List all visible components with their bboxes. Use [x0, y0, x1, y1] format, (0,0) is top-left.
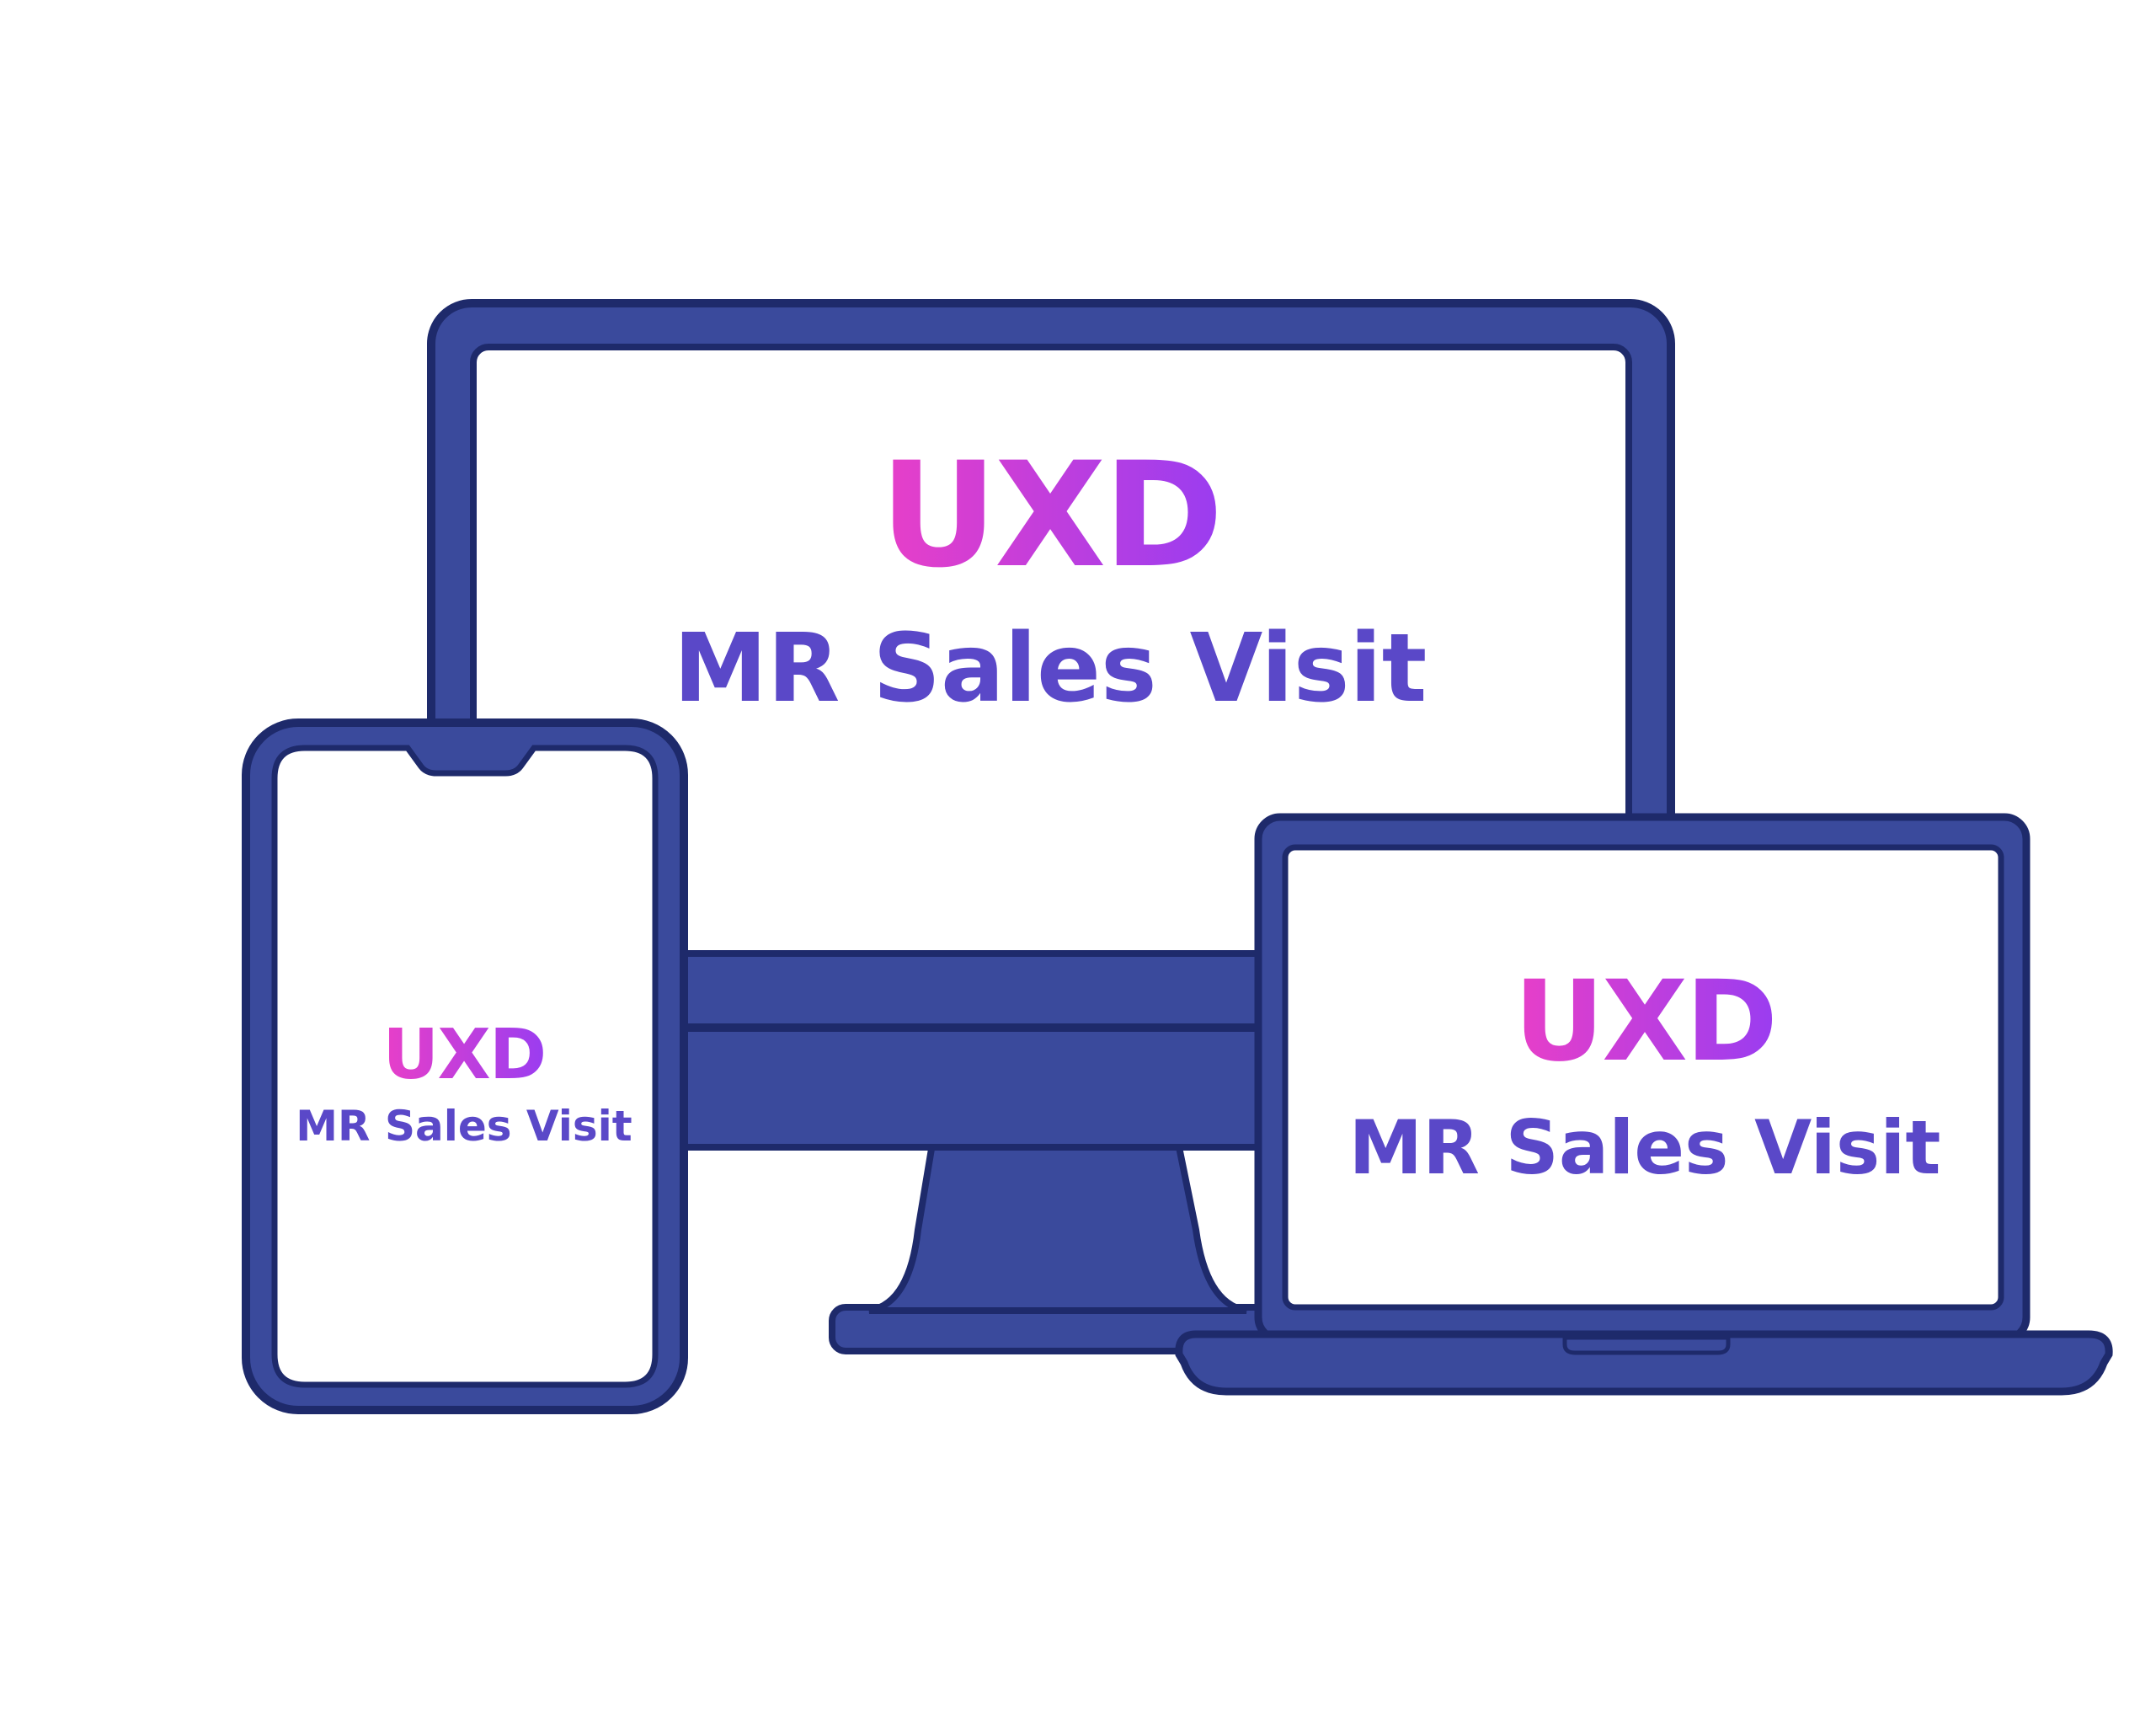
uxd-logo: UXD	[382, 1015, 547, 1095]
app-name-title: MR Sales Visit	[296, 1102, 632, 1151]
app-name-title: MR Sales Visit	[673, 614, 1428, 724]
laptop-hinge-notch	[1562, 1335, 1731, 1355]
monitor-stand-neck	[868, 1135, 1247, 1314]
monitor-screen-content: UXD MR Sales Visit	[478, 352, 1622, 807]
phone-screen	[271, 745, 659, 1388]
laptop	[1175, 813, 2113, 1396]
laptop-screen	[1282, 844, 2004, 1311]
uxd-logo: UXD	[1513, 957, 1778, 1087]
laptop-screen-content: UXD MR Sales Visit	[1290, 852, 1999, 1299]
uxd-logo: UXD	[879, 430, 1224, 600]
laptop-base	[1175, 1330, 2113, 1396]
monitor-screen	[470, 344, 1632, 957]
app-name-title: MR Sales Visit	[1348, 1104, 1941, 1191]
smartphone	[242, 718, 688, 1414]
phone-screen-content: UXD MR Sales Visit	[276, 802, 652, 1366]
monitor-chin	[670, 1018, 1283, 1151]
